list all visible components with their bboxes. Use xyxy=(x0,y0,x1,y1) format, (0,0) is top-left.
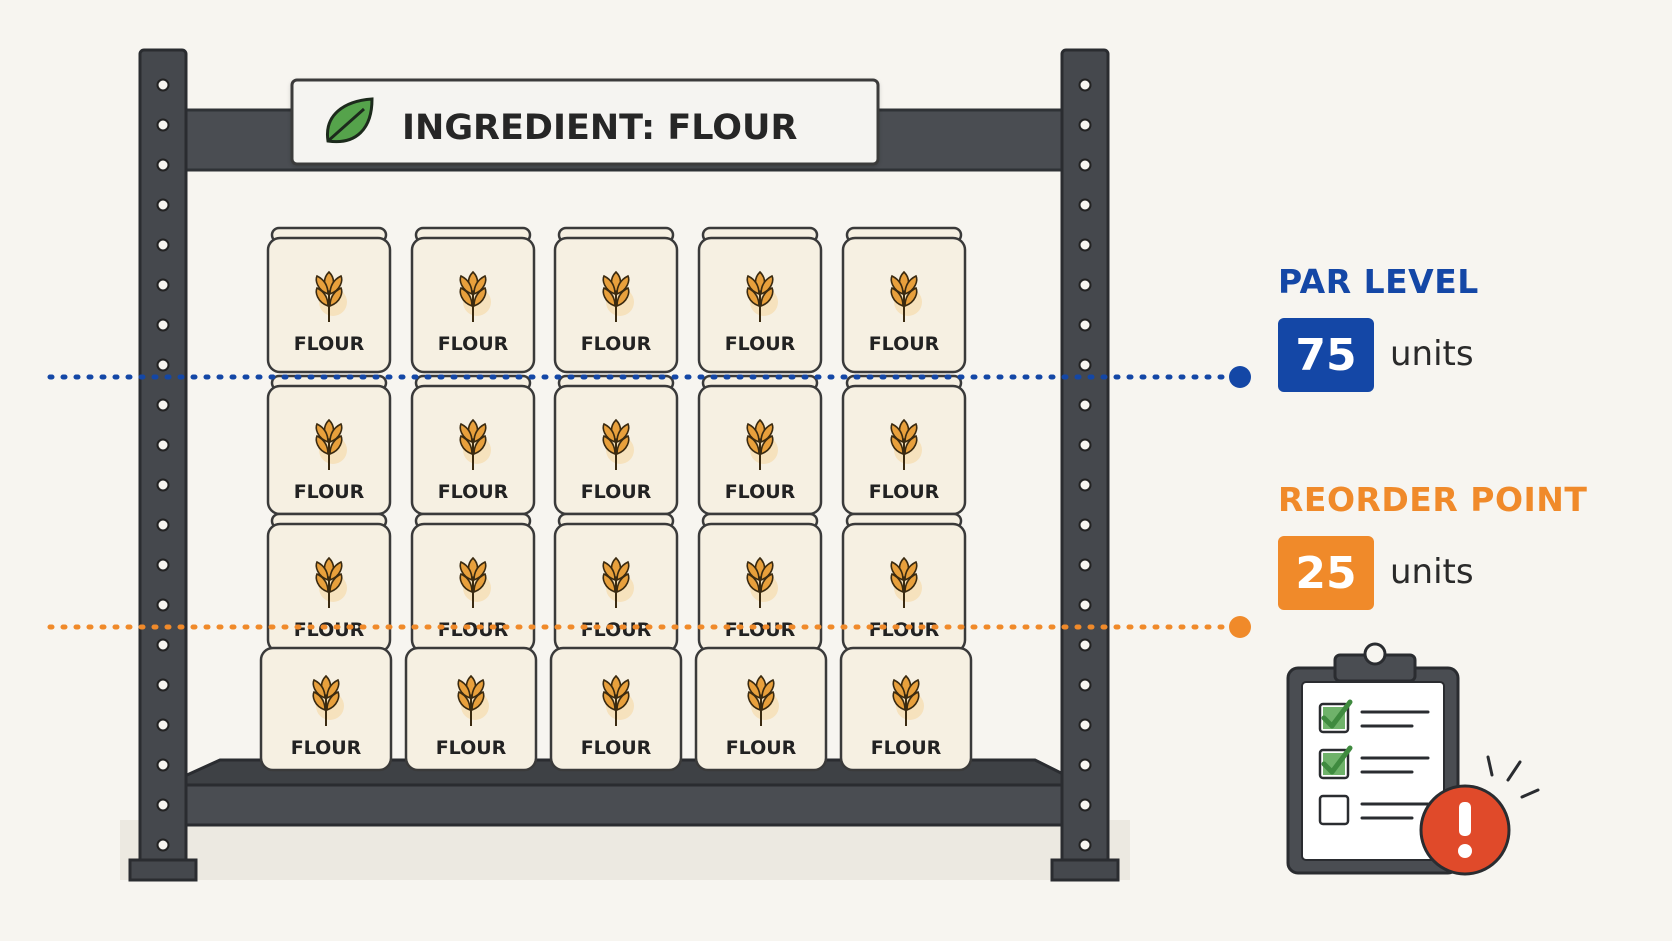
par-level-unit: units xyxy=(1390,334,1474,374)
flour-bag: FLOUR xyxy=(841,226,967,374)
flour-bag: FLOUR xyxy=(259,646,393,772)
reorder-point-value-badge: 25 xyxy=(1278,536,1374,610)
flour-bag-label: FLOUR xyxy=(438,481,509,503)
flour-bag: FLOUR xyxy=(553,512,679,654)
par-level-marker xyxy=(1229,366,1251,388)
flour-bag-label: FLOUR xyxy=(438,619,509,641)
wheat-icon xyxy=(602,674,634,726)
wheat-icon xyxy=(746,418,778,470)
ingredient-sign: INGREDIENT: FLOUR xyxy=(290,78,880,166)
wheat-icon xyxy=(746,556,778,608)
leaf-icon xyxy=(326,97,374,144)
reorder-point-unit: units xyxy=(1390,552,1474,592)
flour-bag: FLOUR xyxy=(697,226,823,374)
wheat-icon xyxy=(457,674,489,726)
checklist-item xyxy=(1318,699,1430,734)
flour-bag-label: FLOUR xyxy=(581,333,652,355)
wheat-icon xyxy=(312,674,344,726)
flour-bag: FLOUR xyxy=(266,512,392,654)
flour-bag-label: FLOUR xyxy=(869,481,940,503)
flour-bag: FLOUR xyxy=(839,646,973,772)
flour-bag: FLOUR xyxy=(553,226,679,374)
par-level-title: PAR LEVEL xyxy=(1278,262,1479,301)
flour-bag-label: FLOUR xyxy=(581,619,652,641)
flour-bag-label: FLOUR xyxy=(294,619,365,641)
left-upright xyxy=(128,48,198,882)
flour-bag: FLOUR xyxy=(549,646,683,772)
wheat-icon xyxy=(890,556,922,608)
flour-bag: FLOUR xyxy=(697,512,823,654)
wheat-icon xyxy=(602,270,634,322)
flour-bag-label: FLOUR xyxy=(294,333,365,355)
flour-bag-label: FLOUR xyxy=(291,737,362,759)
flour-bag-label: FLOUR xyxy=(436,737,507,759)
checklist-item xyxy=(1318,745,1430,780)
par-level-value-badge: 75 xyxy=(1278,318,1374,392)
flour-bag: FLOUR xyxy=(697,374,823,516)
flour-bag: FLOUR xyxy=(404,646,538,772)
flour-bag-label: FLOUR xyxy=(581,481,652,503)
flour-bag: FLOUR xyxy=(410,226,536,374)
flour-bag-label: FLOUR xyxy=(581,737,652,759)
wheat-icon xyxy=(746,270,778,322)
flour-bag-label: FLOUR xyxy=(725,481,796,503)
wheat-icon xyxy=(602,418,634,470)
wheat-icon xyxy=(747,674,779,726)
wheat-icon xyxy=(892,674,924,726)
alert-badge xyxy=(1419,755,1540,876)
wheat-icon xyxy=(602,556,634,608)
wheat-icon xyxy=(315,270,347,322)
flour-bag: FLOUR xyxy=(266,226,392,374)
wheat-icon xyxy=(315,418,347,470)
right-upright xyxy=(1050,48,1120,882)
flour-bag-label: FLOUR xyxy=(726,737,797,759)
flour-bag: FLOUR xyxy=(841,512,967,654)
flour-bag-label: FLOUR xyxy=(725,333,796,355)
shelf-front xyxy=(163,783,1087,827)
reorder-point-marker xyxy=(1229,616,1251,638)
flour-bag: FLOUR xyxy=(694,646,828,772)
clipboard-alert-icon xyxy=(1286,642,1540,876)
flour-bag: FLOUR xyxy=(410,374,536,516)
wheat-icon xyxy=(890,270,922,322)
wheat-icon xyxy=(459,556,491,608)
wheat-icon xyxy=(890,418,922,470)
flour-bag: FLOUR xyxy=(266,374,392,516)
flour-bag-label: FLOUR xyxy=(438,333,509,355)
wheat-icon xyxy=(459,418,491,470)
flour-bags: FLOUR FLOUR FLOUR FLOUR FLOUR FLOUR FLOUR FLOUR… xyxy=(259,226,973,772)
floor-shadow xyxy=(120,820,1130,880)
flour-bag-label: FLOUR xyxy=(725,619,796,641)
flour-bag-label: FLOUR xyxy=(294,481,365,503)
wheat-icon xyxy=(459,270,491,322)
flour-bag: FLOUR xyxy=(410,512,536,654)
wheat-icon xyxy=(315,556,347,608)
sign-title: INGREDIENT: FLOUR xyxy=(402,108,797,148)
flour-bag-label: FLOUR xyxy=(869,333,940,355)
flour-bag-label: FLOUR xyxy=(871,737,942,759)
flour-bag: FLOUR xyxy=(553,374,679,516)
reorder-point-title: REORDER POINT xyxy=(1278,480,1588,519)
flour-bag: FLOUR xyxy=(841,374,967,516)
flour-bag-label: FLOUR xyxy=(869,619,940,641)
checklist-item xyxy=(1318,794,1430,826)
